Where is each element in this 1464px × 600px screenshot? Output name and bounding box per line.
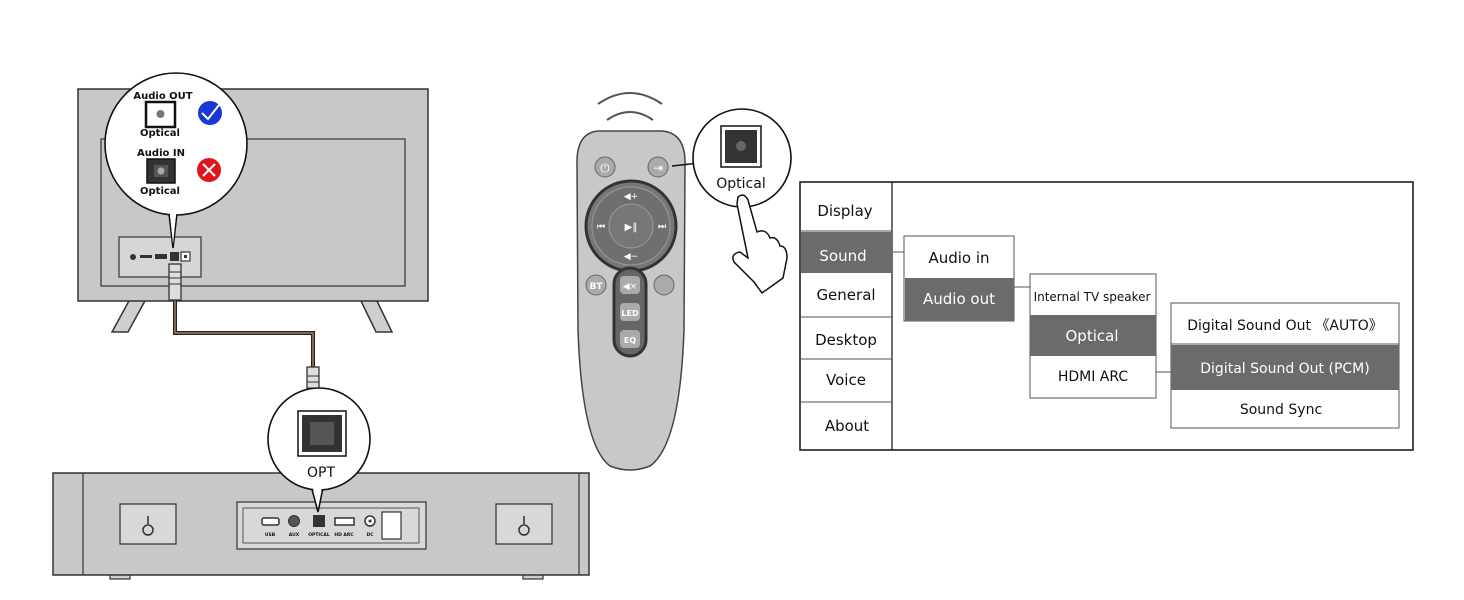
soundbar-port-label: AUX (289, 532, 300, 538)
option-hdmi-arc[interactable]: HDMI ARC (1058, 369, 1129, 385)
usb-port-icon (261, 517, 280, 526)
menu-item-about[interactable]: About (825, 417, 869, 435)
submenu-item-audio-out-highlight[interactable] (905, 278, 1014, 321)
menu-item-voice[interactable]: Voice (826, 371, 866, 389)
eq-button[interactable] (620, 330, 640, 348)
bt-button[interactable] (585, 274, 607, 296)
submenu-item-audio-in[interactable]: Audio in (928, 249, 989, 267)
volume-up-icon[interactable]: ◀+ (624, 192, 638, 202)
remote-callout: Optical (671, 108, 792, 295)
audio-in-label: Audio IN (137, 148, 185, 159)
category-list: Display Sound General Desktop Voice Abou… (800, 202, 892, 435)
input-source-icon: ⇥ (653, 161, 663, 175)
next-track-icon[interactable]: ⏭ (658, 222, 666, 232)
option-digital-sound-out-pcm[interactable]: Digital Sound Out (PCM) (1200, 361, 1369, 377)
volume-down-icon[interactable]: ◀− (624, 252, 638, 262)
aux-port-icon (288, 515, 300, 527)
led-label: LED (621, 309, 639, 318)
audio-out-label: Audio OUT (133, 91, 192, 102)
optical-submenu: Digital Sound Out 《AUTO》 Digital Sound O… (1170, 302, 1400, 429)
hdmi-port-icon (334, 517, 355, 526)
option-digital-sound-out-auto[interactable]: Digital Sound Out 《AUTO》 (1187, 318, 1383, 334)
soundbar-port-callout: OPT (267, 387, 371, 513)
audio-out-submenu: Internal TV speaker Optical HDMI ARC (1029, 273, 1157, 399)
play-pause-button[interactable] (608, 203, 654, 249)
previous-track-icon[interactable]: ⏮ (597, 222, 605, 232)
tv-port-callout: Audio OUT Optical Audio IN Optical (104, 72, 248, 249)
soundbar-port-label: DC (366, 532, 374, 538)
menu-item-display[interactable]: Display (817, 202, 872, 220)
opt-label: OPT (307, 465, 335, 481)
optical-port-icon (313, 515, 325, 527)
option-sound-sync[interactable]: Sound Sync (1240, 402, 1322, 418)
tv-port-optical-out-icon (170, 252, 179, 261)
input-source-button[interactable] (647, 156, 669, 178)
option-optical-highlight[interactable] (1030, 315, 1156, 356)
menu-item-sound-highlight[interactable] (801, 232, 892, 273)
bt-label: BT (590, 282, 604, 292)
signal-arc-outer (597, 92, 663, 105)
soundbar-port-label: OPTICAL (308, 532, 330, 538)
tv-leg-right (358, 298, 394, 333)
tv-leg-left (110, 298, 148, 333)
pointing-hand-icon (732, 194, 788, 295)
play-pause-icon: ▶‖ (625, 222, 638, 233)
soundbar-port-label: HD ARC (334, 532, 354, 538)
mute-button[interactable] (620, 276, 640, 294)
tv-port-round-icon (130, 254, 136, 260)
tv-cable-plug (168, 263, 182, 301)
signal-arc-inner (606, 111, 654, 121)
blank-button[interactable] (653, 274, 675, 296)
sound-submenu: Audio in Audio out (903, 235, 1015, 322)
option-internal-tv-speaker[interactable]: Internal TV speaker (1034, 290, 1151, 304)
soundbar-switch-icon (381, 511, 402, 540)
eq-label: EQ (624, 336, 636, 345)
soundbar-port-label: USB (265, 532, 276, 538)
check-icon (198, 101, 222, 125)
tv-port-hdmi-icon (155, 254, 167, 259)
mute-icon: ◀× (623, 282, 637, 292)
remote-control: ⏻ ⇥ ▶‖ ◀+ ◀− ⏮ ⏭ BT ◀× LED EQ (576, 92, 686, 471)
menu-item-general[interactable]: General (816, 286, 875, 304)
menu-item-sound[interactable]: Sound (819, 247, 866, 265)
tv-port-slot-icon (140, 255, 152, 258)
remote-optical-label: Optical (716, 176, 765, 192)
option-optical[interactable]: Optical (1066, 327, 1119, 345)
power-button[interactable] (594, 156, 616, 178)
audio-out-port-label: Optical (140, 128, 180, 139)
menu-item-desktop[interactable]: Desktop (815, 331, 877, 349)
led-button[interactable] (620, 303, 640, 321)
submenu-item-audio-out[interactable]: Audio out (923, 290, 995, 308)
audio-in-port-label: Optical (140, 186, 180, 197)
option-digital-sound-out-pcm-highlight[interactable] (1171, 345, 1399, 390)
power-icon: ⏻ (600, 161, 610, 175)
settings-menu: Display Sound General Desktop Voice Abou… (799, 181, 1414, 451)
